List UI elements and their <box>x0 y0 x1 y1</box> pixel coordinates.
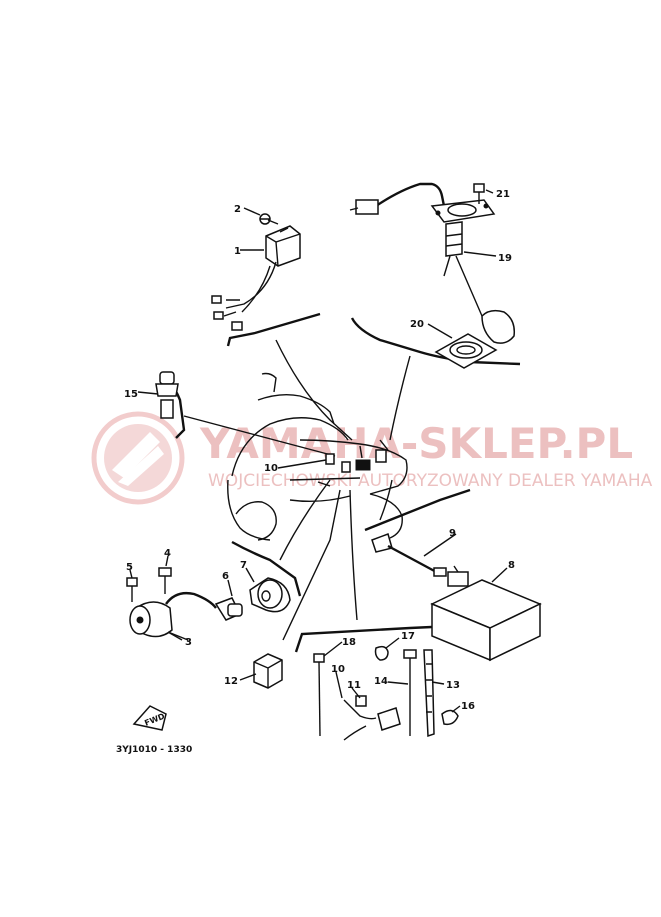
part-ignition-unit <box>211 225 301 331</box>
callout-3: 3 <box>185 637 192 648</box>
part-cable-tie-18 <box>313 653 325 737</box>
part-bolt-21 <box>473 183 485 204</box>
part-relay <box>253 653 283 689</box>
callout-15: 15 <box>124 389 138 400</box>
callout-5: 5 <box>126 562 133 573</box>
callout-10-upper: 10 <box>264 463 278 474</box>
callout-10-lower: 10 <box>331 664 345 675</box>
callout-9: 9 <box>449 528 456 539</box>
callout-19: 19 <box>498 253 512 264</box>
part-cable-9 <box>371 533 447 577</box>
callout-8: 8 <box>508 560 515 571</box>
part-horn <box>249 577 291 613</box>
part-clip-17 <box>374 645 389 661</box>
callout-20: 20 <box>410 319 424 330</box>
part-bolt-4 <box>158 567 172 594</box>
watermark: YAMAHA-SKLEP.PL WOJCIECHOWSKI AUTORYZOWA… <box>91 411 653 505</box>
callout-6: 6 <box>222 571 229 582</box>
callout-14: 14 <box>374 676 388 687</box>
scooter-outline <box>227 372 408 541</box>
part-plug-15 <box>155 371 179 419</box>
diagram-code: 3YJ1010 - 1330 <box>116 745 192 755</box>
callout-2: 2 <box>234 204 241 215</box>
watermark-logo <box>91 411 185 505</box>
part-screw-2 <box>259 213 279 225</box>
part-bolt-5 <box>126 577 138 602</box>
callout-16: 16 <box>461 701 475 712</box>
callouts: 1 2 3 4 5 6 7 8 9 10 10 11 12 13 14 15 1… <box>124 189 515 712</box>
part-horn-plug <box>214 597 243 621</box>
part-clip-16 <box>441 709 459 726</box>
part-battery-box <box>430 565 542 662</box>
watermark-brand: YAMAHA-SKLEP.PL <box>199 419 633 468</box>
callout-12: 12 <box>224 676 238 687</box>
callout-7: 7 <box>240 560 247 571</box>
part-cable-tie-14 <box>403 649 417 736</box>
callout-1: 1 <box>234 246 241 257</box>
part-starter-motor <box>129 591 217 641</box>
callout-4: 4 <box>164 548 171 559</box>
callout-13: 13 <box>446 680 460 691</box>
callout-21: 21 <box>496 189 510 200</box>
part-band-13 <box>423 649 435 738</box>
fwd-arrow: FWD <box>132 705 167 731</box>
part-harness-small <box>317 439 389 487</box>
watermark-tagline: WOJCIECHOWSKI AUTORYZOWANY DEALER YAMAHA <box>208 471 653 491</box>
callout-11: 11 <box>347 680 361 691</box>
part-gasket <box>434 333 498 369</box>
part-connector-11 <box>343 695 401 741</box>
callout-leaders <box>129 189 508 713</box>
callout-17: 17 <box>401 631 415 642</box>
part-fuel-sender <box>349 182 516 344</box>
callout-18: 18 <box>342 637 356 648</box>
